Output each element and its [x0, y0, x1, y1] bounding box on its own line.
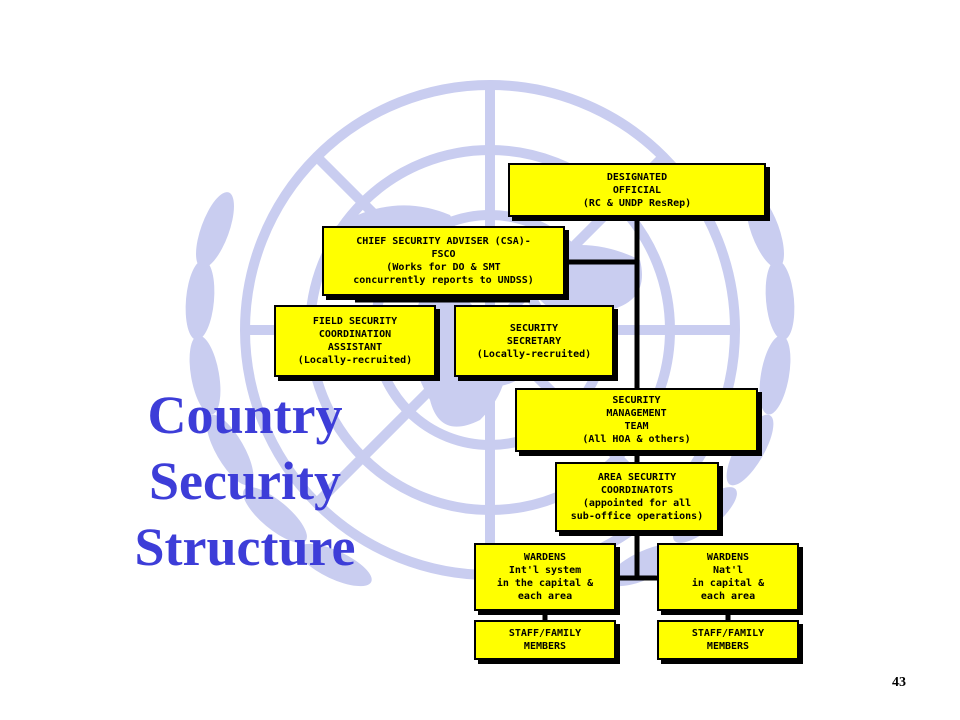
- staff-family-right-line-2: MEMBERS: [706, 641, 750, 652]
- slide-title-line-2: Security: [149, 451, 341, 511]
- slide-title-line-1: Country: [147, 385, 343, 445]
- security-management-team-line-2: MANAGEMENT: [606, 408, 667, 419]
- field-security-assistant-line-2: COORDINATION: [318, 329, 392, 340]
- security-secretary-box: SECURITY SECRETARY (Locally-recruited): [454, 305, 614, 377]
- security-secretary-line-3: (Locally-recruited): [476, 348, 592, 360]
- area-security-coordinators-line-1: AREA SECURITY: [597, 472, 677, 483]
- chief-security-adviser-box: CHIEF SECURITY ADVISER (CSA)- FSCO (Work…: [322, 226, 565, 296]
- designated-official-line-3: (RC & UNDP ResRep): [582, 197, 692, 209]
- field-security-assistant-line-3: ASSISTANT: [327, 342, 383, 353]
- staff-family-right-line-1: STAFF/FAMILY: [691, 628, 765, 639]
- security-secretary-line-1: SECURITY: [509, 322, 559, 334]
- slide-title: Country Security Structure: [95, 382, 395, 580]
- area-security-coordinators-line-4: sub-office operations): [570, 511, 704, 522]
- wardens-intl-line-1: WARDENS: [523, 552, 567, 563]
- designated-official-line-2: OFFICIAL: [612, 184, 662, 196]
- staff-family-left-line-1: STAFF/FAMILY: [508, 628, 582, 639]
- wardens-natl-line-4: each area: [700, 591, 756, 602]
- designated-official-line-1: DESIGNATED: [606, 171, 668, 183]
- slide-title-line-3: Structure: [134, 517, 356, 577]
- wardens-intl-line-2: Int'l system: [508, 565, 582, 576]
- wardens-natl-line-3: in capital &: [691, 578, 765, 589]
- field-security-assistant-box: FIELD SECURITY COORDINATION ASSISTANT (L…: [274, 305, 436, 377]
- field-security-assistant-line-4: (Locally-recruited): [297, 355, 413, 366]
- area-security-coordinators-line-2: COORDINATOTS: [600, 485, 674, 496]
- wardens-intl-line-3: in the capital &: [496, 578, 594, 589]
- security-management-team-line-1: SECURITY: [612, 395, 661, 406]
- chief-security-adviser-line-4: concurrently reports to UNDSS): [353, 275, 534, 286]
- area-security-coordinators-line-3: (appointed for all: [582, 498, 692, 509]
- security-management-team-box: SECURITY MANAGEMENT TEAM (All HOA & othe…: [515, 388, 758, 452]
- field-security-assistant-line-1: FIELD SECURITY: [312, 316, 398, 327]
- wardens-natl-line-2: Nat'l: [712, 565, 744, 576]
- designated-official-box: DESIGNATED OFFICIAL (RC & UNDP ResRep): [508, 163, 766, 217]
- chief-security-adviser-line-2: FSCO: [431, 249, 456, 260]
- staff-family-left-box: STAFF/FAMILY MEMBERS: [474, 620, 616, 660]
- security-management-team-line-4: (All HOA & others): [582, 434, 691, 445]
- page-number: 43: [892, 675, 906, 690]
- security-secretary-line-2: SECRETARY: [506, 335, 562, 347]
- wardens-natl-line-1: WARDENS: [706, 552, 750, 563]
- wardens-natl-box: WARDENS Nat'l in capital & each area: [657, 543, 799, 611]
- wardens-intl-box: WARDENS Int'l system in the capital & ea…: [474, 543, 616, 611]
- area-security-coordinators-box: AREA SECURITY COORDINATOTS (appointed fo…: [555, 462, 719, 532]
- wardens-intl-line-4: each area: [517, 591, 573, 602]
- chief-security-adviser-line-3: (Works for DO & SMT: [386, 262, 501, 273]
- staff-family-left-line-2: MEMBERS: [523, 641, 567, 652]
- staff-family-right-box: STAFF/FAMILY MEMBERS: [657, 620, 799, 660]
- chief-security-adviser-line-1: CHIEF SECURITY ADVISER (CSA)-: [356, 236, 531, 247]
- security-management-team-line-3: TEAM: [624, 421, 649, 432]
